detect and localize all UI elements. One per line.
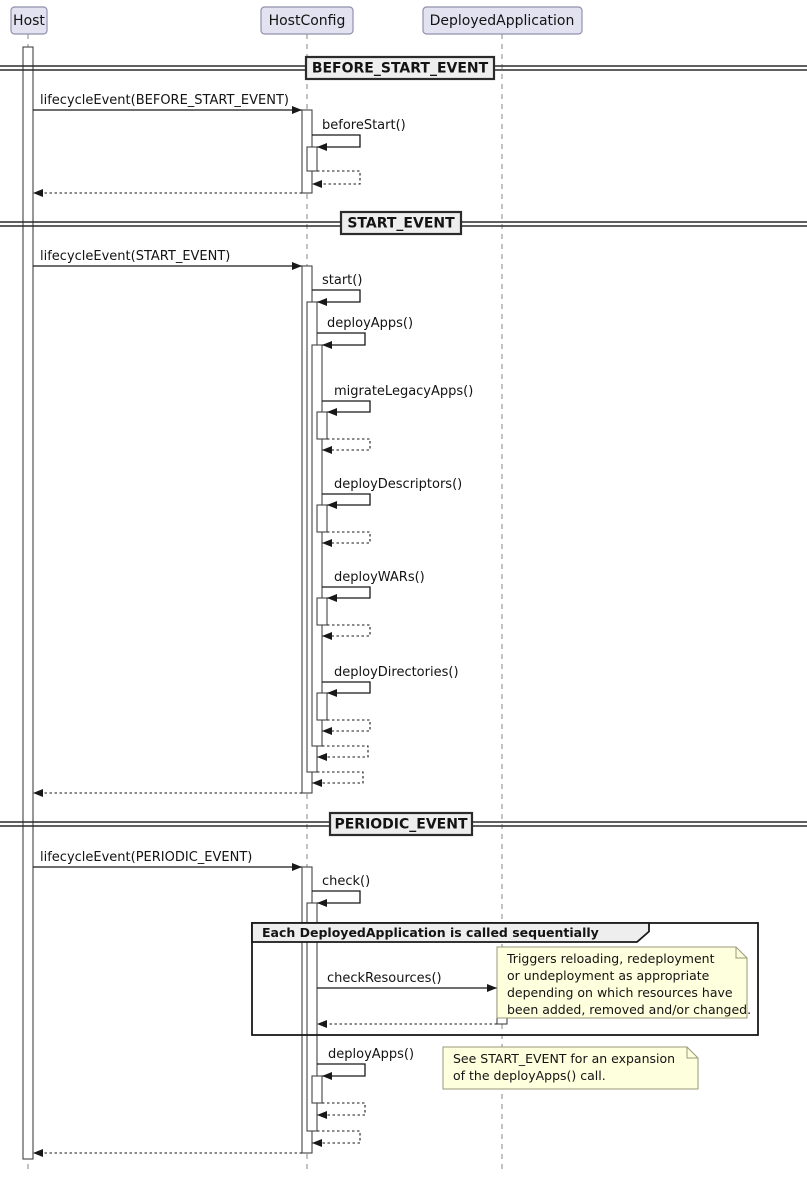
message-check-resources: checkResources() [317, 971, 497, 992]
message-label: lifecycleEvent(BEFORE_START_EVENT) [40, 93, 289, 108]
participant-label: Host [13, 13, 45, 29]
message-deploy-descriptors: deployDescriptors() [322, 477, 462, 509]
self-call-arrow [312, 890, 361, 907]
message-start: start() [312, 273, 362, 306]
message-label: lifecycleEvent(PERIODIC_EVENT) [40, 850, 252, 865]
self-call-arrow [322, 493, 371, 509]
participant-box [422, 6, 583, 35]
note-fold-icon [686, 1047, 698, 1059]
self-call-arrow [317, 1063, 366, 1080]
message-label: start() [322, 273, 362, 288]
self-call-arrow [322, 586, 371, 602]
message-label: checkResources() [327, 971, 442, 986]
divider-box [304, 55, 496, 81]
message-label: deployWARs() [334, 570, 425, 585]
divider-label: START_EVENT [347, 216, 455, 232]
activation-bar [311, 1075, 323, 1104]
message-before-start: beforeStart() [312, 118, 406, 151]
note-shape [496, 946, 748, 1019]
message-label: deployDirectories() [334, 665, 459, 680]
participant-host: Host [10, 6, 48, 35]
activation-bar [316, 597, 328, 626]
divider-label: BEFORE_START_EVENT [312, 61, 489, 77]
self-call-arrow [322, 681, 371, 697]
activation-bar [311, 344, 323, 747]
activation-bar [306, 146, 318, 172]
message-label: lifecycleEvent(START_EVENT) [40, 249, 230, 264]
message-label: deployApps() [328, 1047, 414, 1062]
activation-bar [316, 692, 328, 721]
note-check-resources: Triggers reloading, redeployment or unde… [496, 946, 751, 1019]
participant-label: DeployedApplication [430, 13, 575, 29]
divider-box [328, 811, 474, 837]
activation-bar [316, 504, 328, 533]
return-arrow [322, 531, 371, 547]
self-call-arrow [317, 332, 366, 349]
participant-box [10, 6, 48, 35]
message-deploy-directories: deployDirectories() [322, 665, 459, 697]
note-line: See START_EVENT for an expansion [453, 1051, 675, 1066]
return-arrow [317, 745, 369, 761]
note-shape [442, 1046, 699, 1090]
group-label: Each DeployedApplication is called seque… [262, 925, 599, 940]
divider-box [339, 210, 463, 236]
activation-bar-host [22, 46, 34, 1160]
return-arrow [317, 1102, 366, 1119]
message-deploy-wars: deployWARs() [322, 570, 425, 602]
activation-bar [306, 902, 318, 1132]
group-header [251, 922, 650, 943]
return-arrow [312, 771, 364, 787]
divider-periodic-event: PERIODIC_EVENT [328, 811, 474, 837]
note-deploy-apps: See START_EVENT for an expansion of the … [442, 1046, 699, 1090]
message-lifecycle-periodic: lifecycleEvent(PERIODIC_EVENT) [33, 850, 302, 871]
divider-label: PERIODIC_EVENT [334, 817, 467, 833]
divider-before-start-event: BEFORE_START_EVENT [304, 55, 496, 81]
return-arrow [312, 170, 361, 188]
note-line: been added, removed and/or changed. [507, 1002, 751, 1017]
message-label: beforeStart() [322, 118, 406, 133]
note-line: Triggers reloading, redeployment [506, 951, 715, 966]
participant-box [260, 6, 354, 35]
self-call-arrow [312, 134, 361, 151]
note-line: or undeployment as appropriate [507, 968, 710, 983]
message-lifecycle-before-start: lifecycleEvent(BEFORE_START_EVENT) [33, 93, 302, 114]
message-label: check() [322, 874, 370, 889]
group-sequential: Each DeployedApplication is called seque… [251, 922, 759, 1036]
message-check: check() [312, 874, 370, 907]
return-arrow [322, 438, 371, 454]
message-label: deployApps() [327, 316, 413, 331]
self-call-arrow [312, 289, 361, 306]
message-label: deployDescriptors() [334, 477, 462, 492]
message-deploy-apps: deployApps() [317, 316, 413, 349]
note-fold-icon [735, 947, 747, 959]
participant-hostconfig: HostConfig [260, 6, 354, 35]
self-call-arrow [322, 400, 371, 416]
divider-start-event: START_EVENT [339, 210, 463, 236]
message-label: migrateLegacyApps() [334, 384, 473, 399]
note-line: depending on which resources have [507, 985, 733, 1000]
return-arrow [312, 1130, 361, 1147]
participant-label: HostConfig [269, 13, 346, 29]
note-line: of the deployApps() call. [453, 1068, 606, 1083]
return-arrow [322, 719, 371, 735]
activation-bar [316, 411, 328, 440]
participant-deployedapplication: DeployedApplication [422, 6, 583, 35]
message-lifecycle-start: lifecycleEvent(START_EVENT) [33, 249, 302, 270]
return-arrow [322, 624, 371, 640]
message-deploy-apps-periodic: deployApps() [317, 1047, 414, 1080]
message-migrate-legacy-apps: migrateLegacyApps() [322, 384, 473, 416]
